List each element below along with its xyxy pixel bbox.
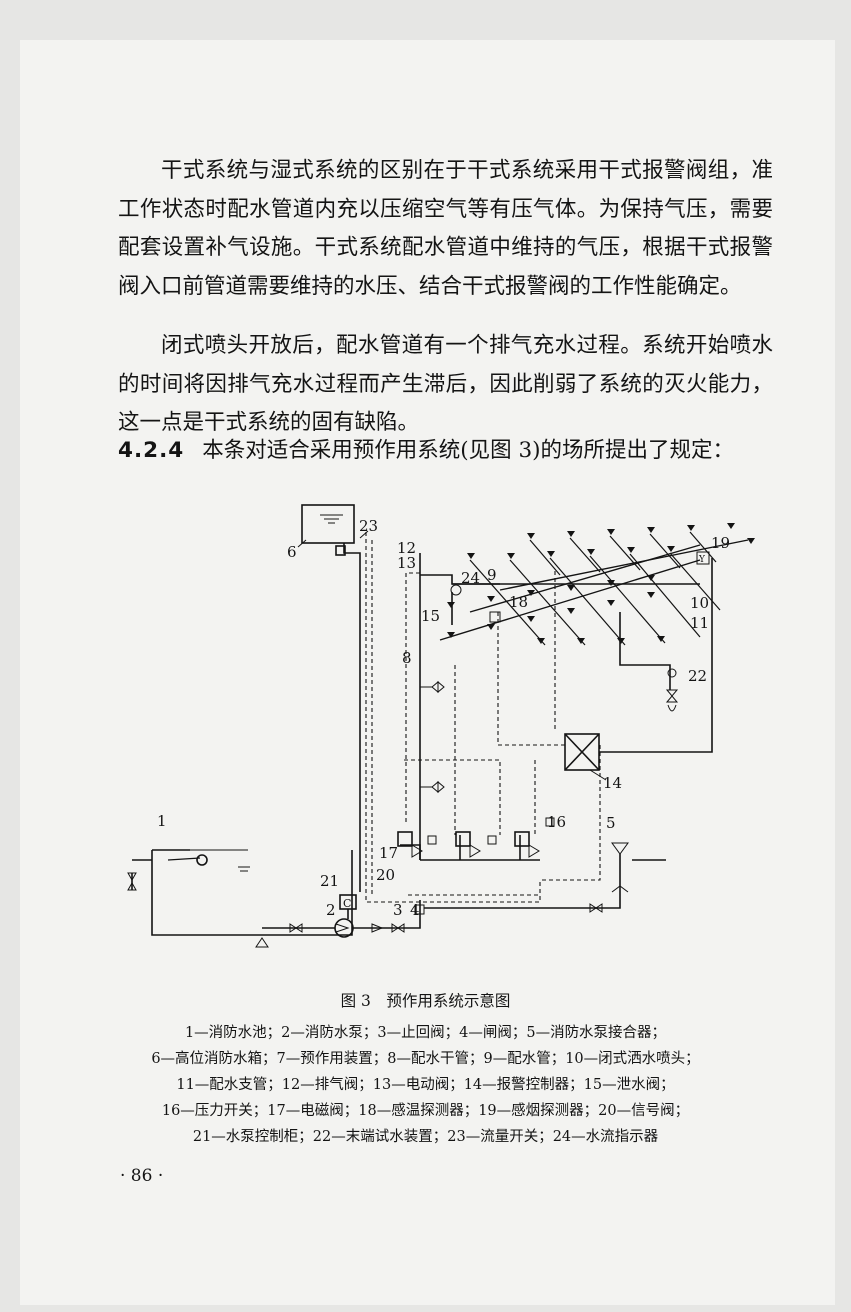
- label-14: 14: [603, 774, 622, 792]
- label-1: 1: [157, 812, 167, 830]
- label-16: 16: [547, 813, 566, 831]
- legend-line-3: 11—配水支管；12—排气阀；13—电动阀；14—报警控制器；15—泄水阀；: [176, 1077, 675, 1093]
- page-background: [20, 40, 835, 1305]
- label-13: 13: [397, 554, 416, 572]
- paragraph-dry-system: 干式系统与湿式系统的区别在于干式系统采用干式报警阀组，准工作状态时配水管道内充以…: [118, 158, 773, 299]
- label-17: 17: [379, 844, 398, 862]
- preaction-device-3: [514, 831, 530, 847]
- paragraph-sprinkler-delay: 闭式喷头开放后，配水管道有一个排气充水过程。系统开始喷水的时间将因排气充水过程而…: [118, 333, 773, 435]
- label-8: 8: [402, 649, 412, 667]
- high-level-tank: [301, 504, 355, 544]
- label-15: 15: [421, 607, 440, 625]
- label-11: 11: [690, 614, 709, 632]
- label-22: 22: [688, 667, 707, 685]
- flow-switch-23: [335, 545, 346, 556]
- detector-letter: Y: [698, 555, 706, 565]
- label-12: 12: [397, 539, 416, 557]
- section-number: 4.2.4: [118, 438, 185, 463]
- cabinet-letter: C: [343, 897, 351, 910]
- label-10: 10: [690, 594, 709, 612]
- fire-pool: [151, 850, 353, 936]
- sprinkler-heads: [447, 523, 755, 644]
- label-23: 23: [359, 517, 378, 535]
- preaction-system-diagram: 1 2 3 4 5 6 8 9 10 11 12 13 14 15 16 17 …: [127, 504, 755, 948]
- label-21: 21: [320, 872, 339, 890]
- label-2: 2: [326, 901, 336, 919]
- legend-line-4: 16—压力开关；17—电磁阀；18—感温探测器；19—感烟探测器；20—信号阀；: [161, 1103, 690, 1119]
- section-4-2-4: 4.2.4 本条对适合采用预作用系统(见图 3)的场所提出了规定：: [118, 432, 773, 471]
- label-3: 3: [393, 901, 403, 919]
- label-4: 4: [410, 901, 420, 919]
- label-18: 18: [509, 593, 528, 611]
- page-number: · 86 ·: [120, 1166, 164, 1186]
- preaction-device-2: [455, 831, 471, 847]
- legend-line-2: 6—高位消防水箱；7—预作用装置；8—配水干管；9—配水管；10—闭式洒水喷头；: [151, 1051, 700, 1067]
- smoke-detector-19: [696, 551, 710, 565]
- label-19: 19: [711, 534, 730, 552]
- label-6: 6: [287, 543, 297, 561]
- legend-line-5: 21—水泵控制柜；22—末端试水装置；23—流量开关；24—水流指示器: [192, 1129, 659, 1145]
- label-24: 24: [461, 569, 480, 587]
- label-20: 20: [376, 866, 395, 884]
- figure-caption: 图 3 预作用系统示意图: [340, 992, 511, 1010]
- heat-detector-18: [489, 611, 501, 623]
- section-text: 本条对适合采用预作用系统(见图 3)的场所提出了规定：: [202, 438, 735, 463]
- label-5: 5: [606, 814, 616, 832]
- legend-line-1: 1—消防水池；2—消防水泵；3—止回阀；4—闸阀；5—消防水泵接合器；: [184, 1025, 667, 1041]
- label-9: 9: [487, 566, 497, 584]
- preaction-device-1: [397, 831, 413, 847]
